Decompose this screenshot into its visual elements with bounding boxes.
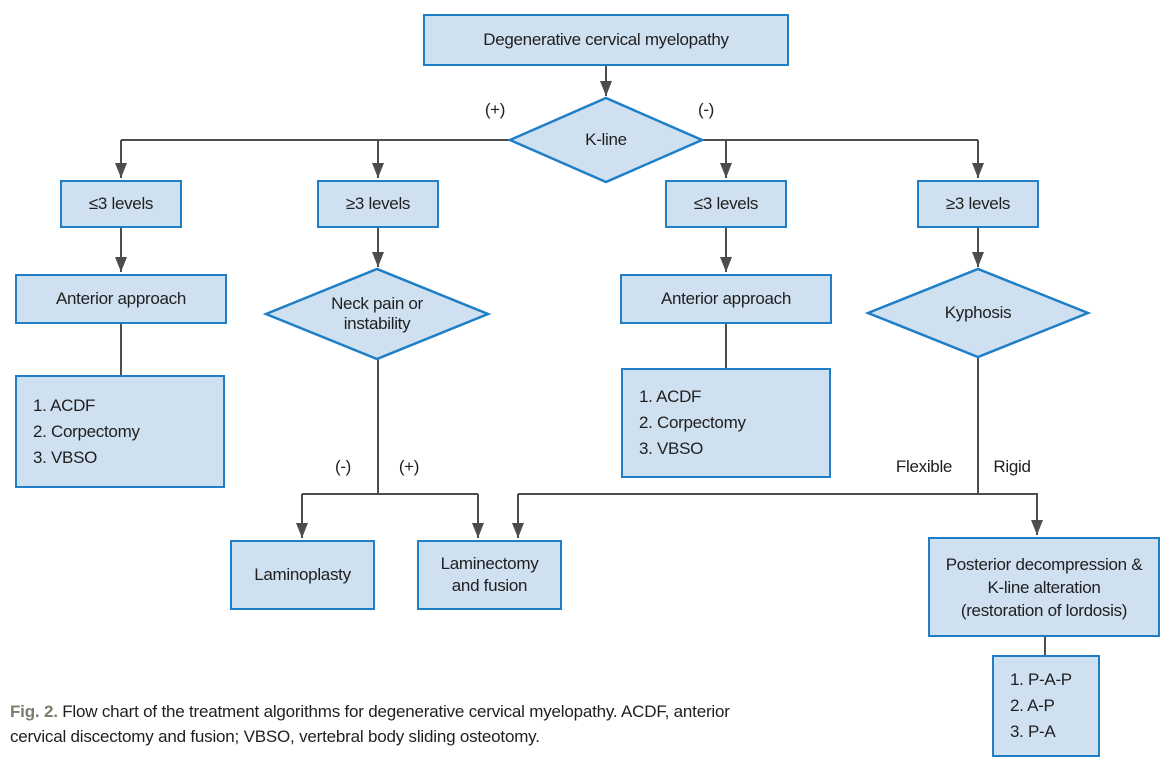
node-anterior-approach-right: Anterior approach xyxy=(620,274,832,324)
node-posterior-decompression: Posterior decompression & K-line alterat… xyxy=(928,537,1160,637)
option-item: 2. A-P xyxy=(1010,696,1055,715)
figure-caption: Fig. 2. Flow chart of the treatment algo… xyxy=(10,699,860,749)
figure-caption-label: Fig. 2. xyxy=(10,702,58,721)
node-anterior-options-right: 1. ACDF 2. Corpectomy 3. VBSO xyxy=(621,368,831,478)
branch-label-kline-positive: (+) xyxy=(484,100,506,119)
option-item: 3. VBSO xyxy=(33,447,98,467)
node-levels-4: ≥3 levels xyxy=(917,180,1039,228)
neck-pain-diamond xyxy=(262,267,492,361)
option-item: 2. Corpectomy xyxy=(33,421,140,441)
node-levels-2: ≥3 levels xyxy=(317,180,439,228)
branch-label-kyphosis-flexible: Flexible xyxy=(895,457,953,476)
node-laminoplasty: Laminoplasty xyxy=(230,540,375,610)
option-item: 3. VBSO xyxy=(639,439,704,458)
option-item: 1. ACDF xyxy=(33,395,96,415)
figure-caption-line1: Flow chart of the treatment algorithms f… xyxy=(62,702,730,721)
option-item: 3. P-A xyxy=(1010,722,1056,741)
connector-rigid-to-posterior xyxy=(978,493,1043,535)
kyphosis-diamond xyxy=(864,267,1092,359)
node-laminectomy-fusion: Laminectomy and fusion xyxy=(417,540,562,610)
node-levels-3: ≤3 levels xyxy=(665,180,787,228)
node-posterior-options: 1. P-A-P 2. A-P 3. P-A xyxy=(992,655,1100,757)
node-anterior-options-left: 1. ACDF 2. Corpectomy 3. VBSO xyxy=(15,375,225,488)
node-root: Degenerative cervical myelopathy xyxy=(423,14,789,66)
option-item: 1. ACDF xyxy=(639,387,702,406)
posterior-line: (restoration of lordosis) xyxy=(960,600,1128,620)
node-anterior-approach-left: Anterior approach xyxy=(15,274,227,324)
posterior-line: K-line alteration xyxy=(987,577,1101,597)
figure-caption-line2: cervical discectomy and fusion; VBSO, ve… xyxy=(10,727,540,746)
node-levels-1: ≤3 levels xyxy=(60,180,182,228)
kline-diamond xyxy=(506,96,706,184)
option-item: 2. Corpectomy xyxy=(639,413,746,432)
branch-label-kyphosis-rigid: Rigid xyxy=(993,457,1031,476)
branch-label-neck-positive: (+) xyxy=(398,457,420,476)
branch-label-kline-negative: (-) xyxy=(697,100,715,119)
branch-label-neck-negative: (-) xyxy=(334,457,352,476)
posterior-line: Posterior decompression & xyxy=(945,554,1143,574)
option-item: 1. P-A-P xyxy=(1010,670,1072,689)
